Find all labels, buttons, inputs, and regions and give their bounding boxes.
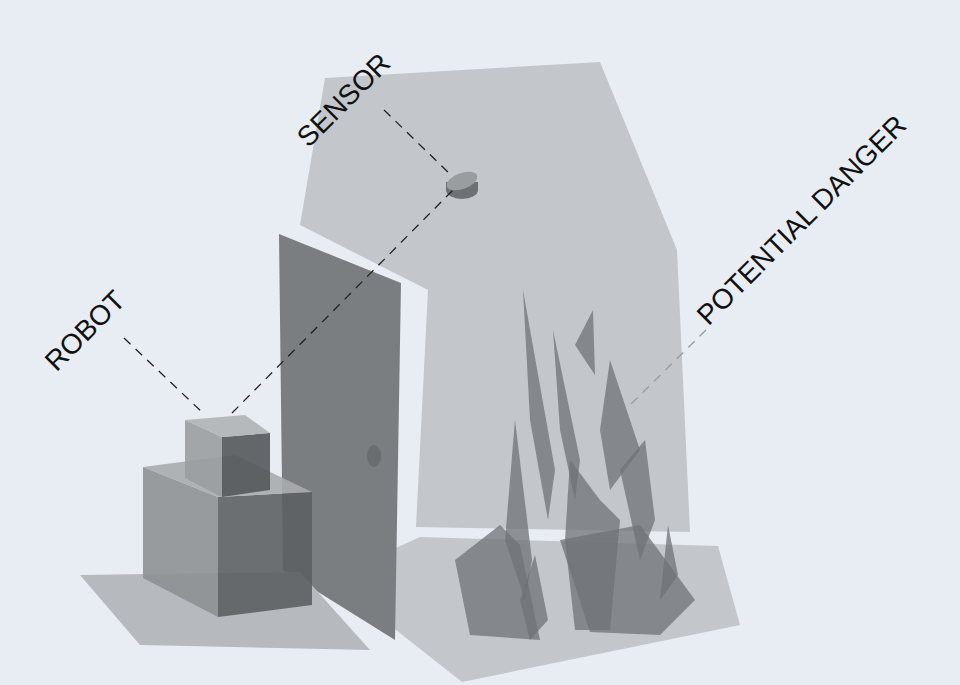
- door-knob: [367, 445, 381, 467]
- callout-label: POTENTIAL DANGER: [692, 111, 911, 330]
- fire-flames: [455, 290, 695, 640]
- leader-lines: [124, 110, 706, 414]
- robot-body: [143, 415, 312, 617]
- callout-label: ROBOT: [40, 286, 130, 376]
